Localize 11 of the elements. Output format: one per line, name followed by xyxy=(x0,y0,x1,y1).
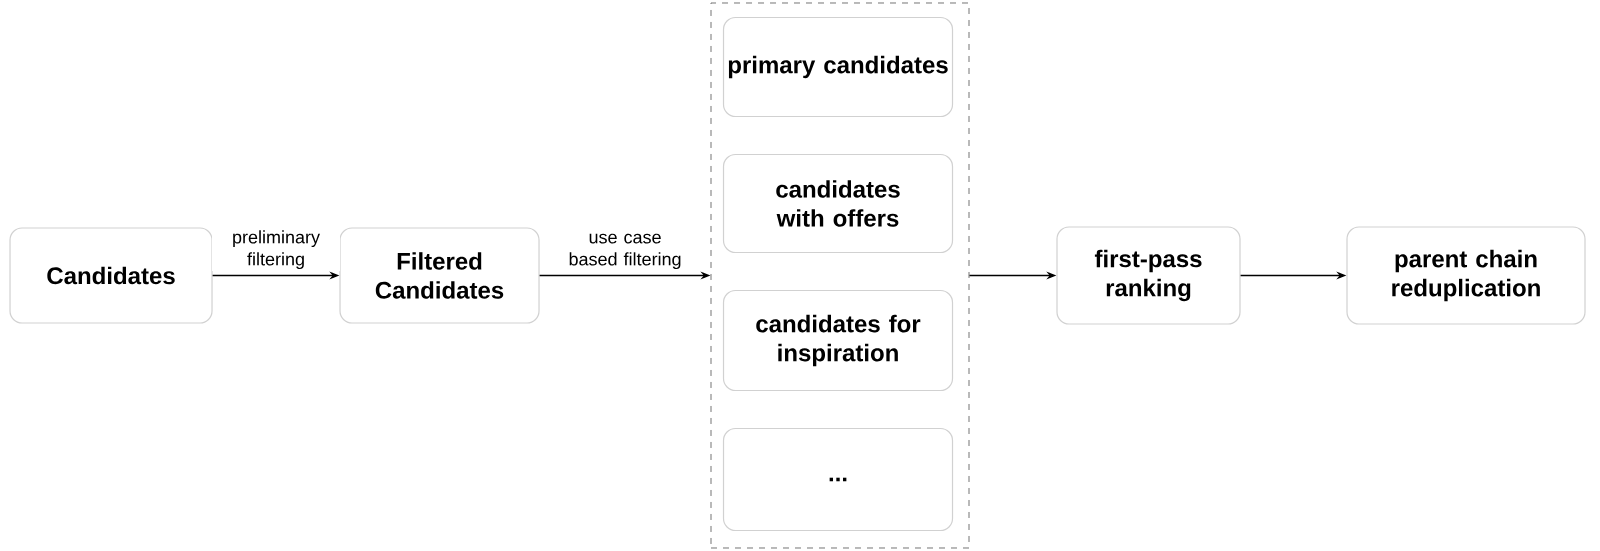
process-box: Filtered Candidates xyxy=(339,227,540,324)
process-box: first-pass ranking xyxy=(1056,226,1241,325)
dashed-group-box xyxy=(710,2,970,549)
process-box: candidates for inspiration xyxy=(722,289,954,392)
process-box: candidates with offers xyxy=(722,153,954,254)
edge-label: use case based filtering xyxy=(561,231,690,272)
edge-label: preliminary filtering xyxy=(212,228,340,272)
process-box: ... xyxy=(722,427,954,532)
process-box: primary candidates xyxy=(722,16,954,118)
process-box: parent chain reduplication xyxy=(1346,226,1586,325)
process-box: Candidates xyxy=(9,227,213,324)
